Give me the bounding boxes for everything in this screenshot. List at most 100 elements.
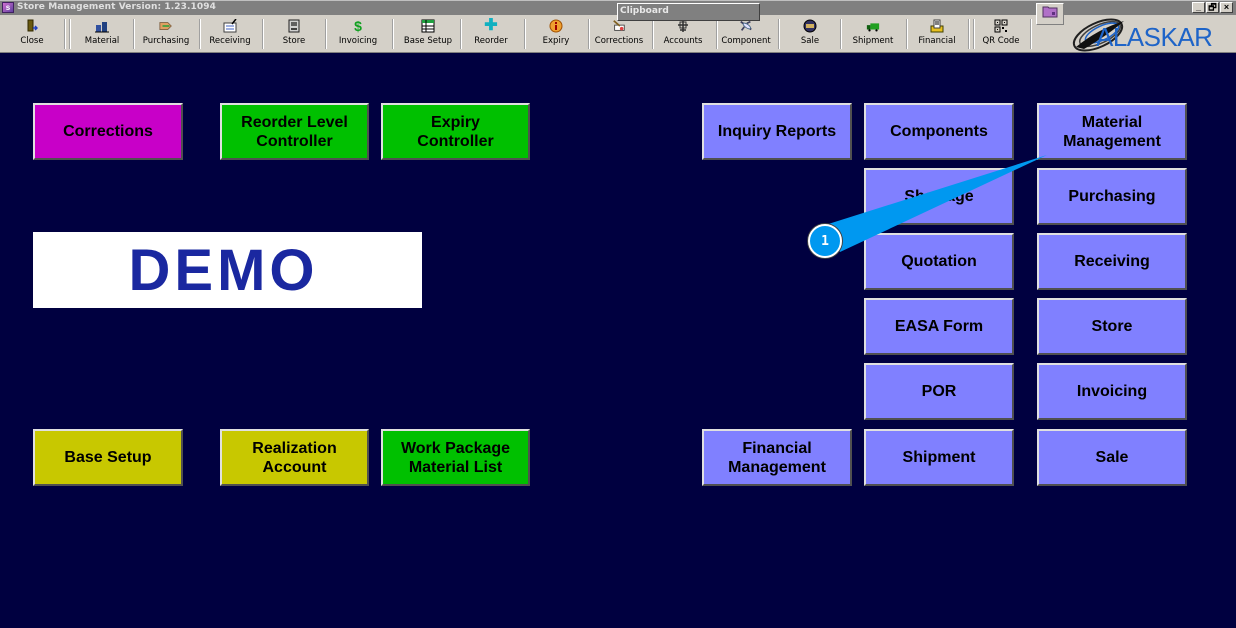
toolbar-label: Accounts: [663, 36, 703, 46]
accounts-icon: [676, 19, 690, 33]
toolbar-separator: [652, 19, 654, 49]
sale-icon: [803, 19, 817, 33]
plus-icon: ✚: [484, 17, 498, 34]
work-package-material-list-button[interactable]: Work Package Material List: [381, 429, 530, 486]
toolbar-label: Invoicing: [338, 36, 378, 46]
toolbar-label: Store: [282, 36, 306, 46]
corrections-icon: [612, 19, 626, 33]
por-button[interactable]: POR: [864, 363, 1014, 420]
quotation-button[interactable]: Quotation: [864, 233, 1014, 290]
toolbar-label: Expiry: [542, 36, 570, 46]
window-controls: _ 🗗 ×: [1192, 2, 1233, 13]
purchasing-button[interactable]: Purchasing: [1037, 168, 1187, 225]
window-title: Store Management Version: 1.23.1094: [17, 2, 216, 12]
toolbar: Close Material Purchasing Receiving Stor…: [0, 15, 1236, 53]
toolbar-separator: [325, 19, 327, 49]
toolbar-expiry-button[interactable]: Expiry: [536, 17, 576, 51]
financial-management-button[interactable]: Financial Management: [702, 429, 852, 486]
toolbar-label: Corrections: [594, 36, 644, 46]
folder-icon: [1042, 5, 1058, 23]
financial-icon: [930, 19, 944, 33]
toolbar-financial-button[interactable]: Financial: [914, 17, 960, 51]
toolbar-label: Material: [84, 36, 120, 46]
toolbar-corrections-button[interactable]: Corrections: [592, 17, 646, 51]
receiving-button[interactable]: Receiving: [1037, 233, 1187, 290]
airplane-icon: [739, 19, 753, 33]
toolbar-separator: [716, 19, 718, 49]
toolbar-qr-code-button[interactable]: QR Code: [980, 17, 1022, 51]
store-button[interactable]: Store: [1037, 298, 1187, 355]
demo-label: DEMO: [128, 237, 319, 303]
toolbar-separator: [968, 19, 970, 49]
toolbar-label: Receiving: [209, 36, 251, 46]
toolbar-purchasing-button[interactable]: Purchasing: [139, 17, 193, 51]
easa-form-button[interactable]: EASA Form: [864, 298, 1014, 355]
expiry-controller-button[interactable]: Expiry Controller: [381, 103, 530, 160]
toolbar-separator: [69, 19, 71, 49]
clipboard-popup[interactable]: Clipboard: [617, 3, 760, 21]
minimize-button[interactable]: _: [1192, 2, 1205, 13]
toolbar-label: Reorder: [474, 36, 508, 46]
shipment-button[interactable]: Shipment: [864, 429, 1014, 486]
app-icon: s: [2, 2, 14, 13]
toolbar-label: Purchasing: [142, 36, 190, 46]
toolbar-close-button[interactable]: Close: [14, 17, 50, 51]
toolbar-label: Shipment: [852, 36, 894, 46]
demo-banner: DEMO: [33, 232, 422, 308]
material-icon: [95, 19, 109, 33]
toolbar-label: Close: [20, 36, 44, 46]
door-exit-icon: [25, 19, 39, 33]
toolbar-separator: [778, 19, 780, 49]
toolbar-separator: [973, 19, 975, 49]
restore-button[interactable]: 🗗: [1206, 2, 1219, 13]
callout-badge: 1: [808, 224, 842, 258]
store-icon: [287, 19, 301, 33]
reorder-level-controller-button[interactable]: Reorder Level Controller: [220, 103, 369, 160]
grid-icon: [421, 19, 435, 33]
shortage-button[interactable]: Shortage: [864, 168, 1014, 225]
toolbar-separator: [1030, 19, 1032, 49]
toolbar-receiving-button[interactable]: Receiving: [205, 17, 255, 51]
invoicing-button[interactable]: Invoicing: [1037, 363, 1187, 420]
toolbar-separator: [524, 19, 526, 49]
toolbar-label: Component: [721, 36, 771, 46]
toolbar-label: Sale: [800, 36, 820, 46]
toolbar-invoicing-button[interactable]: $ Invoicing: [334, 17, 382, 51]
toolbar-separator: [840, 19, 842, 49]
info-icon: [549, 19, 563, 33]
toolbar-reorder-button[interactable]: ✚ Reorder: [470, 17, 512, 51]
toolbar-separator: [460, 19, 462, 49]
toolbar-separator: [64, 19, 66, 49]
alaskar-logo-text: ALASKAR: [1096, 22, 1213, 52]
close-window-button[interactable]: ×: [1220, 2, 1233, 13]
material-management-button[interactable]: Material Management: [1037, 103, 1187, 160]
folder-button[interactable]: [1036, 3, 1064, 25]
toolbar-separator: [262, 19, 264, 49]
receiving-icon: [223, 19, 237, 33]
toolbar-accounts-button[interactable]: Accounts: [660, 17, 706, 51]
toolbar-separator: [392, 19, 394, 49]
toolbar-label: Financial: [918, 36, 956, 46]
truck-icon: [866, 19, 880, 33]
toolbar-shipment-button[interactable]: Shipment: [850, 17, 896, 51]
toolbar-separator: [588, 19, 590, 49]
corrections-button[interactable]: Corrections: [33, 103, 183, 160]
toolbar-separator: [199, 19, 201, 49]
components-button[interactable]: Components: [864, 103, 1014, 160]
toolbar-separator: [133, 19, 135, 49]
toolbar-label: Base Setup: [403, 36, 453, 46]
toolbar-base-setup-button[interactable]: Base Setup: [400, 17, 456, 51]
toolbar-store-button[interactable]: Store: [274, 17, 314, 51]
purchasing-icon: [159, 19, 173, 33]
realization-account-button[interactable]: Realization Account: [220, 429, 369, 486]
sale-button[interactable]: Sale: [1037, 429, 1187, 486]
toolbar-component-button[interactable]: Component: [718, 17, 774, 51]
toolbar-sale-button[interactable]: Sale: [792, 17, 828, 51]
inquiry-reports-button[interactable]: Inquiry Reports: [702, 103, 852, 160]
toolbar-separator: [906, 19, 908, 49]
base-setup-button[interactable]: Base Setup: [33, 429, 183, 486]
qr-code-icon: [994, 19, 1008, 33]
dollar-icon: $: [354, 18, 362, 34]
toolbar-material-button[interactable]: Material: [82, 17, 122, 51]
alaskar-logo-icon: [1072, 18, 1124, 52]
